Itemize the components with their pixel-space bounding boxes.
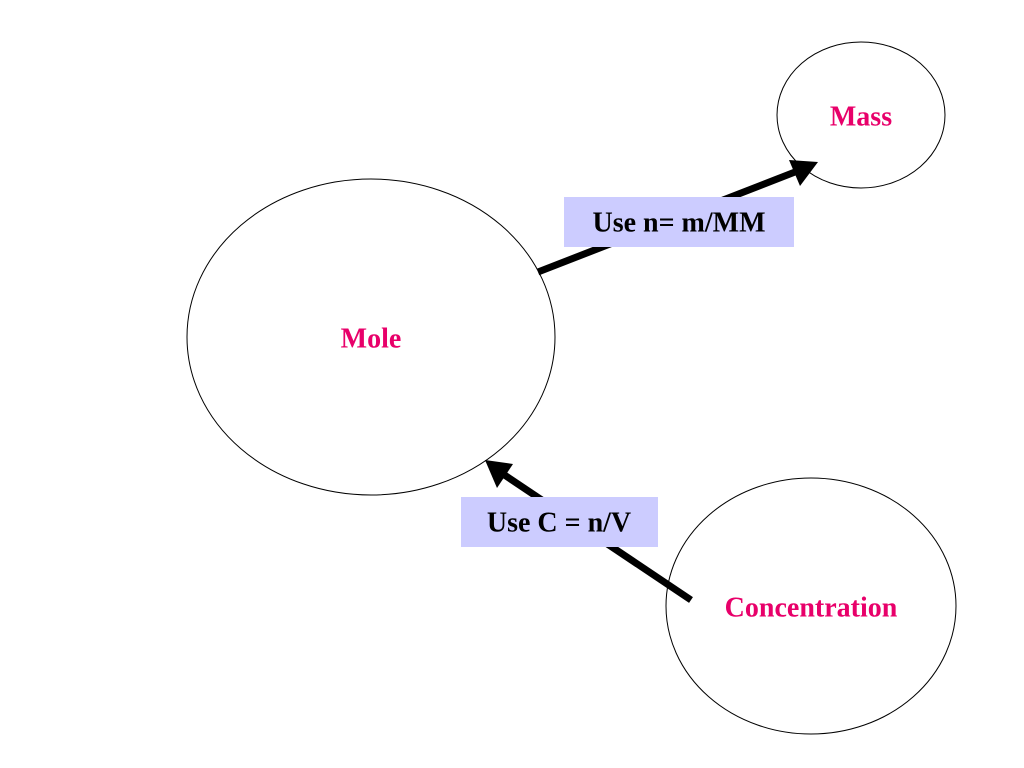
node-mole-label: Mole <box>341 324 402 355</box>
node-concentration-label: Concentration <box>725 593 898 624</box>
formula-concentration-mole-label: Use C = n/V <box>487 508 631 539</box>
formula-box-concentration-mole: Use C = n/V <box>461 497 658 547</box>
node-concentration: Concentration <box>665 477 957 735</box>
formula-box-mole-mass: Use n= m/MM <box>564 197 794 247</box>
formula-mole-mass-label: Use n= m/MM <box>592 208 765 239</box>
node-mole: Mole <box>186 178 556 496</box>
node-mass: Mass <box>776 41 946 189</box>
node-mass-label: Mass <box>830 102 892 133</box>
